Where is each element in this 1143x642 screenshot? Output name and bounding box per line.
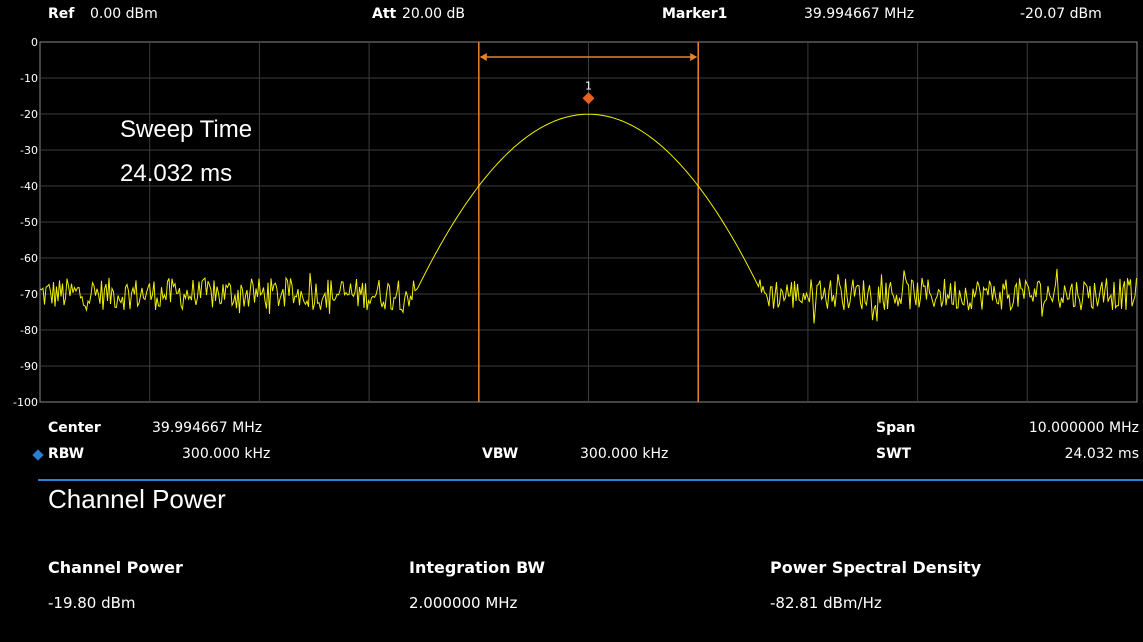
vbw-label: VBW bbox=[482, 446, 519, 462]
y-tick-label: -70 bbox=[20, 288, 38, 301]
channel-power-header: Channel Power bbox=[48, 558, 183, 577]
center-label: Center bbox=[48, 420, 101, 436]
rbw-indicator-icon bbox=[32, 449, 44, 461]
integration-bw-value[interactable]: 2.000000 MHz bbox=[409, 594, 518, 612]
y-tick-label: -90 bbox=[20, 360, 38, 373]
section-divider bbox=[38, 479, 1143, 481]
span-label: Span bbox=[876, 420, 916, 436]
vbw-value[interactable]: 300.000 kHz bbox=[580, 446, 669, 462]
y-tick-label: -40 bbox=[20, 180, 38, 193]
swt-value[interactable]: 24.032 ms bbox=[1064, 446, 1139, 462]
y-tick-label: 0 bbox=[31, 36, 38, 49]
y-tick-label: -100 bbox=[13, 396, 38, 409]
arrow-left-head bbox=[479, 53, 487, 61]
rbw-label: RBW bbox=[48, 446, 85, 462]
psd-header: Power Spectral Density bbox=[770, 558, 982, 577]
ref-value: 0.00 dBm bbox=[90, 6, 158, 22]
center-value[interactable]: 39.994667 MHz bbox=[152, 420, 263, 436]
channel-power-value: -19.80 dBm bbox=[48, 594, 136, 612]
spectrum-display[interactable]: 0 -10 -20 -30 -40 -50 -60 -70 -80 -90 -100 1 bbox=[0, 0, 1143, 410]
y-tick-label: -10 bbox=[20, 72, 38, 85]
swt-label: SWT bbox=[876, 446, 912, 462]
ref-label: Ref bbox=[48, 6, 75, 22]
marker-1-diamond-icon bbox=[582, 92, 595, 105]
marker-level: -20.07 dBm bbox=[1020, 6, 1102, 22]
y-tick-label: -80 bbox=[20, 324, 38, 337]
arrow-right-head bbox=[690, 53, 698, 61]
marker-frequency: 39.994667 MHz bbox=[804, 6, 915, 22]
integration-bw-header: Integration BW bbox=[409, 558, 546, 577]
marker-1[interactable]: 1 bbox=[582, 79, 595, 105]
y-tick-label: -60 bbox=[20, 252, 38, 265]
y-axis-ticks: 0 -10 -20 -30 -40 -50 -60 -70 -80 -90 -100 bbox=[13, 36, 38, 409]
psd-value: -82.81 dBm/Hz bbox=[770, 594, 882, 612]
y-tick-label: -30 bbox=[20, 144, 38, 157]
channel-bandwidth-markers[interactable] bbox=[478, 42, 699, 402]
att-label: Att bbox=[372, 6, 397, 22]
sweep-time-value: 24.032 ms bbox=[120, 160, 233, 187]
measurement-title: Channel Power bbox=[48, 484, 226, 514]
att-value: 20.00 dB bbox=[402, 6, 466, 22]
sweep-time-label: Sweep Time bbox=[120, 116, 253, 143]
span-value[interactable]: 10.000000 MHz bbox=[1028, 420, 1139, 436]
y-tick-label: -50 bbox=[20, 216, 38, 229]
rbw-value[interactable]: 300.000 kHz bbox=[182, 446, 271, 462]
y-tick-label: -20 bbox=[20, 108, 38, 121]
spectrum-trace bbox=[39, 113, 1137, 324]
marker-1-number: 1 bbox=[585, 79, 592, 92]
marker-label: Marker1 bbox=[662, 6, 728, 22]
